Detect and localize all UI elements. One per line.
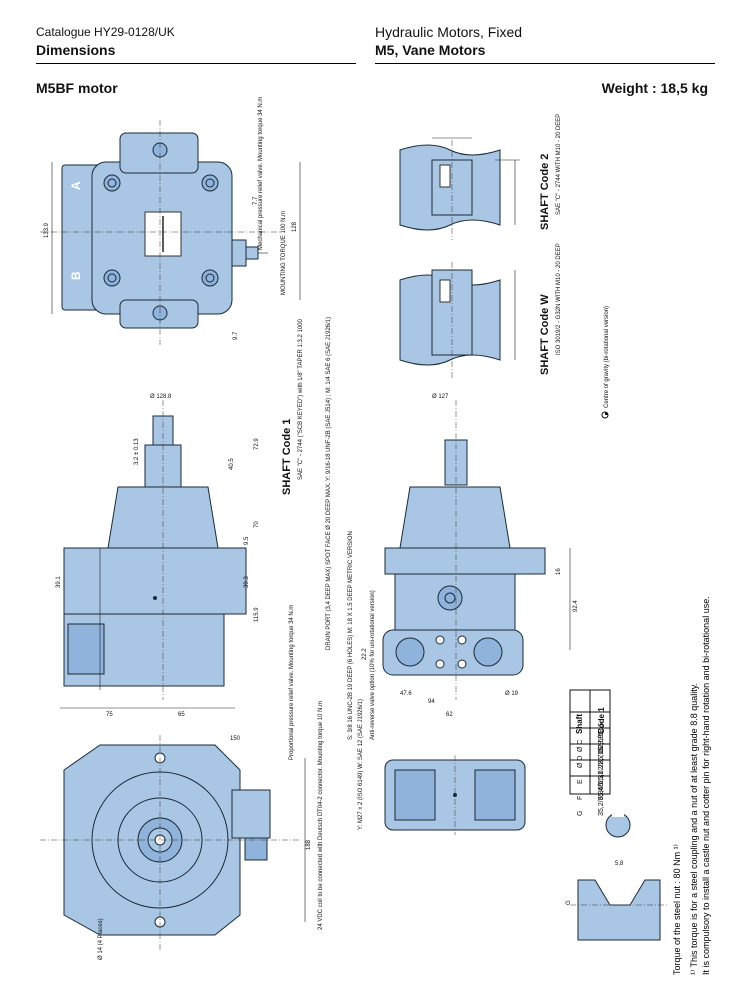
dim-d18: 188: [306, 839, 312, 850]
prop-relief-label: Proportional pressure relief valve. Moun…: [289, 605, 295, 760]
footnote-1: ¹⁾ This torque is for a steel coupling a…: [689, 683, 699, 975]
shaft-code-w-title: SHAFT Code W: [539, 294, 551, 375]
product-name: M5, Vane Motors: [375, 42, 486, 58]
shaft-table-key: Ø D: [577, 756, 584, 768]
shaft-table-key: E: [577, 779, 584, 784]
dim-d24: 16: [556, 568, 562, 575]
dim-d20: 47.6: [400, 691, 412, 697]
dim-d21: 94: [428, 699, 435, 705]
shaft-table-value: 35,2/35,45: [598, 783, 605, 816]
port-a-label: A: [69, 181, 83, 190]
dim-d23: 92.4: [573, 600, 579, 612]
shaft-code-w: SHAFT Code W ISO 3019/2 - G32N WITH M10 …: [399, 243, 562, 380]
product-line: Hydraulic Motors, Fixed: [375, 24, 523, 40]
section-title: Dimensions: [36, 42, 116, 58]
weight-label: Weight : 18,5 kg: [601, 80, 708, 96]
dim-d25: Ø 19: [505, 691, 519, 697]
dim-d17: 150: [230, 736, 241, 742]
shaft-table-key: G: [577, 811, 584, 816]
dim-d22: 62: [446, 712, 453, 718]
dim-d6: 72.9: [254, 438, 260, 450]
shaft-code-2-spec: SAE "C" - 2744 WITH M10 - 20 DEEP: [556, 114, 562, 215]
dim-d10: 39.1: [56, 576, 62, 588]
motor-title: M5BF motor: [36, 80, 118, 96]
shaft-table-value: 52,5/53,5: [598, 723, 605, 752]
dim-d14: 65: [178, 712, 185, 718]
flange-ports-label: Y: M27 x 2 (ISO 6149) W: SAE 12 (SAE J19…: [358, 699, 364, 830]
dim-d15: 3.2 ± 0.13: [134, 438, 140, 465]
port-b-label: B: [69, 271, 83, 280]
shaft-table-value: 28,70/28,95: [598, 731, 605, 768]
torque-note: Torque of the steel nut : 80 Nm ¹⁾: [672, 844, 682, 975]
shaft-code-1-spec: SAE "C" - 2744 ("SCB KEYED") with 1/8" T…: [298, 319, 304, 480]
dim-d12: 115.9: [254, 607, 260, 622]
dim-d3: 9.7: [233, 331, 239, 340]
dim-d5: Ø 128.8: [150, 394, 172, 400]
shaft-table-title: Shaft: [575, 714, 584, 734]
header-rule-left: [36, 63, 356, 64]
drain-port-label: DRAIN PORT (3,4 DEEP MAX) SPOT FACE Ø 20…: [326, 317, 332, 650]
front-view: 150 188 Proportional pressure relief val…: [40, 605, 364, 960]
ports-label: S: 3/8 16 UNC-2B 19 DEEP (6 HOLES) M: 18…: [348, 531, 354, 740]
dim-d7: 40.5: [229, 458, 235, 470]
centre-of-gravity-label: Centre of gravity (bi-rotational version…: [604, 306, 610, 408]
dim-d4: 7.7: [253, 196, 259, 205]
dim-d11: 39.3: [244, 576, 250, 588]
coil-label: 24 VDC coil to be connected with Deutsch…: [318, 701, 324, 930]
footnote-2: It is compulsory to install a castle nut…: [701, 596, 711, 975]
shaft-table: Shaft Code 1 Ø C 52,5/53,5 Ø D 28,70/28,95E…: [569, 689, 611, 816]
top-view: A B 133.9 128 9.7 7.7 Mechanical pressur…: [40, 97, 301, 345]
flange-view: [384, 755, 526, 835]
dim-d19: 22.2: [362, 648, 368, 660]
dim-d9: 9.5: [244, 536, 250, 545]
places-label: Ø 14 (4 Places): [98, 918, 104, 960]
dim-d16: Ø 127: [432, 394, 449, 400]
mech-relief-label: Mechanical pressure relief valve. Mounti…: [258, 97, 264, 250]
anti-valve-label: Anti-reverse valve option (10% for uni-r…: [370, 590, 376, 740]
shaft-code-2-title: SHAFT Code 2: [539, 154, 551, 230]
catalogue-number: Catalogue HY29-0128/UK: [36, 25, 175, 39]
shaft-table-value: 25,02/25,15: [598, 747, 605, 784]
dim-d13: 75: [106, 712, 113, 718]
header-rule-right: [375, 63, 715, 64]
shaft-code-1-title: SHAFT Code 1: [281, 419, 293, 495]
dim-d2: 128: [292, 221, 298, 232]
shaft-code-2: SHAFT Code 2 SAE "C" - 2744 WITH M10 - 2…: [399, 114, 562, 240]
side-view-right: Ø 127 22.2 47.6 94 62 92.4 16 Ø 19 DRAIN…: [326, 317, 579, 740]
svg-text:G: G: [566, 900, 572, 905]
shaft-table-col: Code 1: [597, 707, 606, 734]
side-view-shaft-1: 75 65 Ø 128.8 72.9 40.5 70 9.5 39.1 39.3…: [56, 319, 304, 718]
shaft-table-value: 6,36/6,31: [598, 771, 605, 800]
dim-d1: 133.9: [44, 222, 50, 238]
shaft-table-key: Ø C: [577, 740, 584, 752]
shaft-code-w-spec: ISO 3019/2 - G32N WITH M10 - 20 DEEP: [556, 243, 562, 355]
shaft-table-key: F: [577, 796, 584, 800]
mounting-torque-label: MOUNTING TORQUE 100 N.m: [281, 211, 287, 295]
svg-text:5,8: 5,8: [615, 861, 624, 867]
dim-d8: 70: [254, 521, 260, 528]
shaft-end-detail: G 5,8: [566, 812, 668, 941]
